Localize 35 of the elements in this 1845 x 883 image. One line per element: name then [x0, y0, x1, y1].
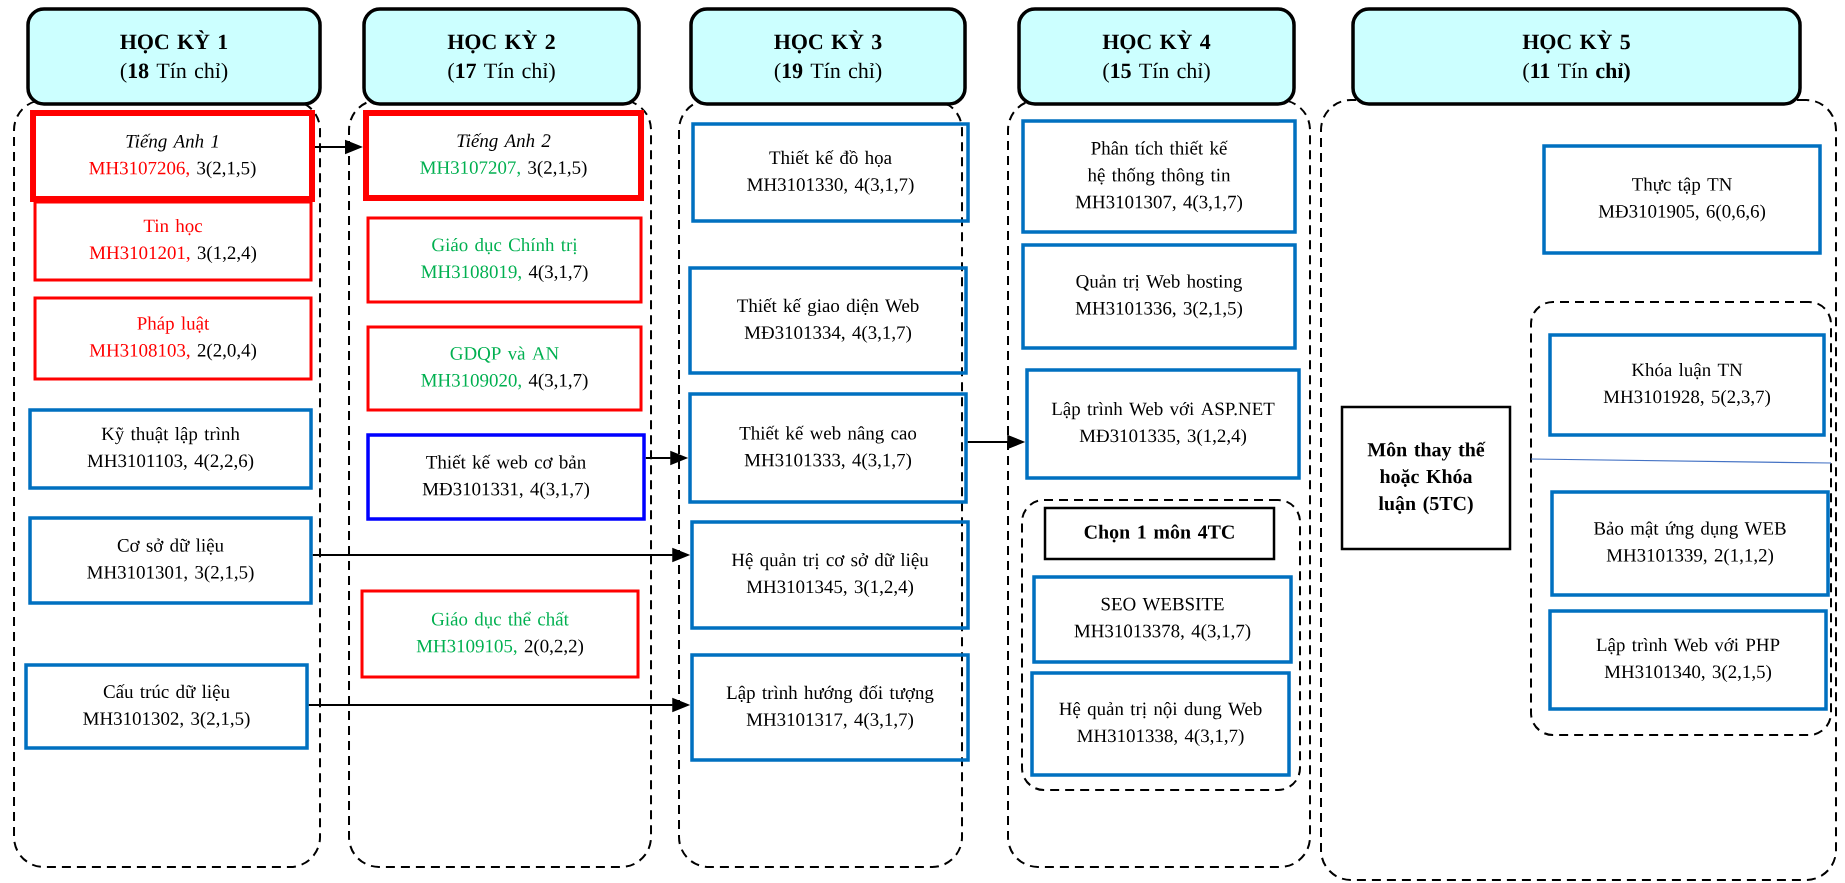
- course-box: Tiếng Anh 2 MH3107207, 3(2,1,5): [363, 110, 644, 201]
- course-box: Hệ quản trị nội dung Web MH3101338, 4(3,1,7): [1030, 671, 1291, 777]
- semester-header: HỌC KỲ 3 (19 Tín chỉ): [689, 7, 967, 106]
- semester-header: HỌC KỲ 2 (17 Tín chỉ): [362, 7, 641, 106]
- course-box: Khóa luận TN MH3101928, 5(2,3,7): [1548, 333, 1826, 437]
- course-box: Thiết kế web nâng cao MH3101333, 4(3,1,7): [688, 392, 968, 504]
- semester-header: HỌC KỲ 1 (18 Tín chỉ): [26, 7, 322, 106]
- course-box: Giáo dục Chính trị MH3108019, 4(3,1,7): [366, 216, 643, 304]
- course-box: Thực tập TN MĐ3101905, 6(0,6,6): [1542, 144, 1822, 255]
- course-box: GDQP và AN MH3109020, 4(3,1,7): [366, 325, 643, 412]
- elective-group: [1530, 301, 1832, 736]
- note-box: Chọn 1 môn 4TC: [1043, 506, 1276, 561]
- elective-group: [1021, 499, 1301, 791]
- course-box: Thiết kế đồ họa MH3101330, 4(3,1,7): [691, 122, 970, 223]
- course-box: Thiết kế giao diện Web MĐ3101334, 4(3,1,7): [688, 266, 968, 375]
- course-box: Cơ sở dữ liệu MH3101301, 3(2,1,5): [28, 516, 313, 605]
- course-box: Bảo mật ứng dụng WEB MH3101339, 2(1,1,2): [1550, 490, 1830, 597]
- course-box: Tiếng Anh 1 MH3107206, 3(2,1,5): [30, 110, 315, 202]
- semester-header: HỌC KỲ 4 (15 Tín chỉ): [1017, 7, 1296, 106]
- course-box: Giáo dục thể chất MH3109105, 2(0,2,2): [360, 589, 640, 679]
- course-box: Lập trình Web với PHP MH3101340, 3(2,1,5): [1548, 609, 1828, 711]
- course-box: Tin học MH3101201, 3(1,2,4): [33, 200, 313, 282]
- course-box: Quản trị Web hosting MH3101336, 3(2,1,5): [1021, 243, 1297, 350]
- semester-header: HỌC KỲ 5 (11 Tín chỉ): [1351, 7, 1802, 106]
- course-box: Pháp luật MH3108103, 2(2,0,4): [33, 296, 313, 381]
- course-box: Lập trình hướng đối tượng MH3101317, 4(3,1,7): [690, 653, 970, 762]
- course-box: Cấu trúc dữ liệu MH3101302, 3(2,1,5): [24, 663, 309, 750]
- course-box: Thiết kế web cơ bản MĐ3101331, 4(3,1,7): [366, 433, 646, 521]
- note-box: Môn thay thế hoặc Khóa luận (5TC): [1340, 405, 1512, 551]
- course-box: Lập trình Web với ASP.NET MĐ3101335, 3(1,2,4): [1025, 368, 1301, 480]
- course-box: SEO WEBSITE MH31013378, 4(3,1,7): [1032, 575, 1293, 664]
- course-box: Phân tích thiết kế hệ thống thông tin MH3101307, 4(3,1,7): [1021, 119, 1297, 234]
- course-box: Kỹ thuật lập trình MH3101103, 4(2,2,6): [28, 408, 313, 490]
- semester-column: [1320, 99, 1837, 881]
- course-box: Hệ quản trị cơ sở dữ liệu MH3101345, 3(1,2,4): [690, 520, 970, 630]
